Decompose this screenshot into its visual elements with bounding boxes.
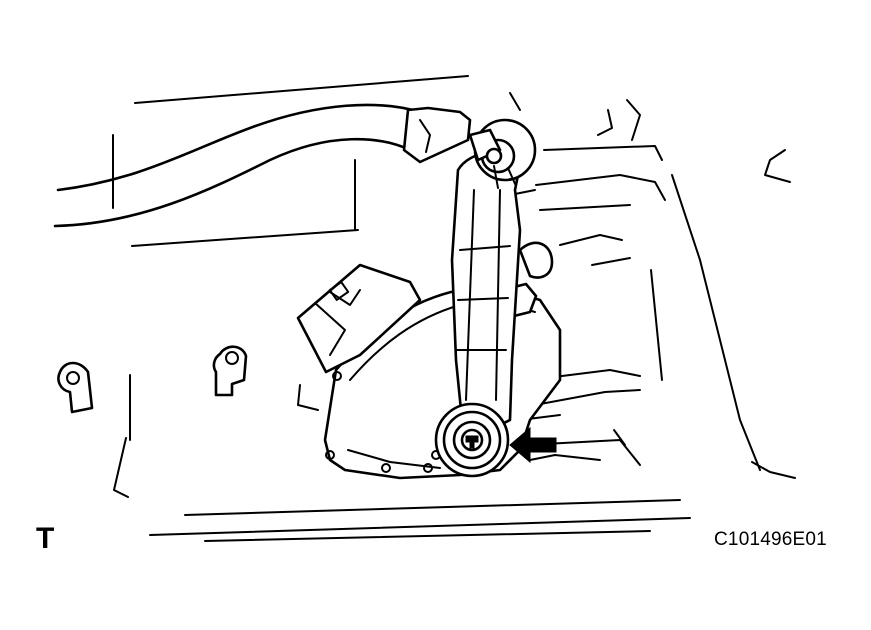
figure-code: C101496E01 [714,529,827,550]
callout-arrow [509,426,557,464]
view-label: T [36,522,55,555]
mounting-bracket-left [57,361,94,414]
control-shaft-lever [434,118,537,478]
shift-cable [53,103,472,228]
mounting-bracket-middle [212,345,248,397]
